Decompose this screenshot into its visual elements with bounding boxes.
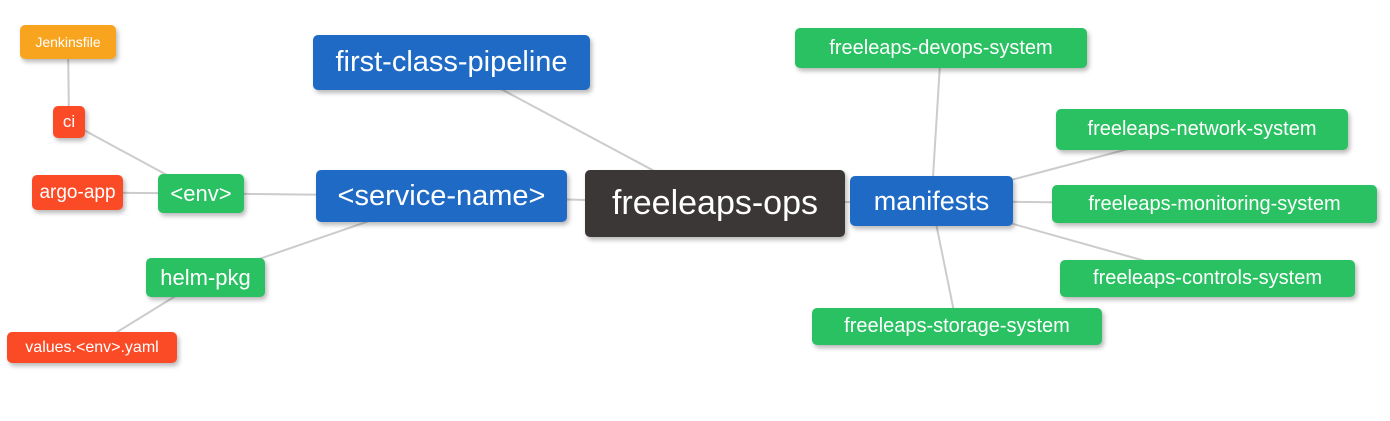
node-ci[interactable]: ci — [53, 106, 85, 138]
node-freeleaps-network-system[interactable]: freeleaps-network-system — [1056, 109, 1348, 150]
node-freeleaps-storage-system[interactable]: freeleaps-storage-system — [812, 308, 1102, 345]
node-freeleaps-monitoring-system[interactable]: freeleaps-monitoring-system — [1052, 185, 1377, 223]
node-service-name[interactable]: <service-name> — [316, 170, 567, 222]
node-values-env-yaml[interactable]: values.<env>.yaml — [7, 332, 177, 363]
node-manifests[interactable]: manifests — [850, 176, 1013, 226]
node-argo-app[interactable]: argo-app — [32, 175, 123, 210]
node-helm-pkg[interactable]: helm-pkg — [146, 258, 265, 297]
node-env[interactable]: <env> — [158, 174, 244, 213]
node-first-class-pipeline[interactable]: first-class-pipeline — [313, 35, 590, 90]
node-jenkinsfile[interactable]: Jenkinsfile — [20, 25, 116, 59]
edge-manifests-to-devops-system — [930, 47, 942, 202]
node-freeleaps-controls-system[interactable]: freeleaps-controls-system — [1060, 260, 1355, 297]
node-freeleaps-devops-system[interactable]: freeleaps-devops-system — [795, 28, 1087, 68]
node-freeleaps-ops-root[interactable]: freeleaps-ops — [585, 170, 845, 237]
